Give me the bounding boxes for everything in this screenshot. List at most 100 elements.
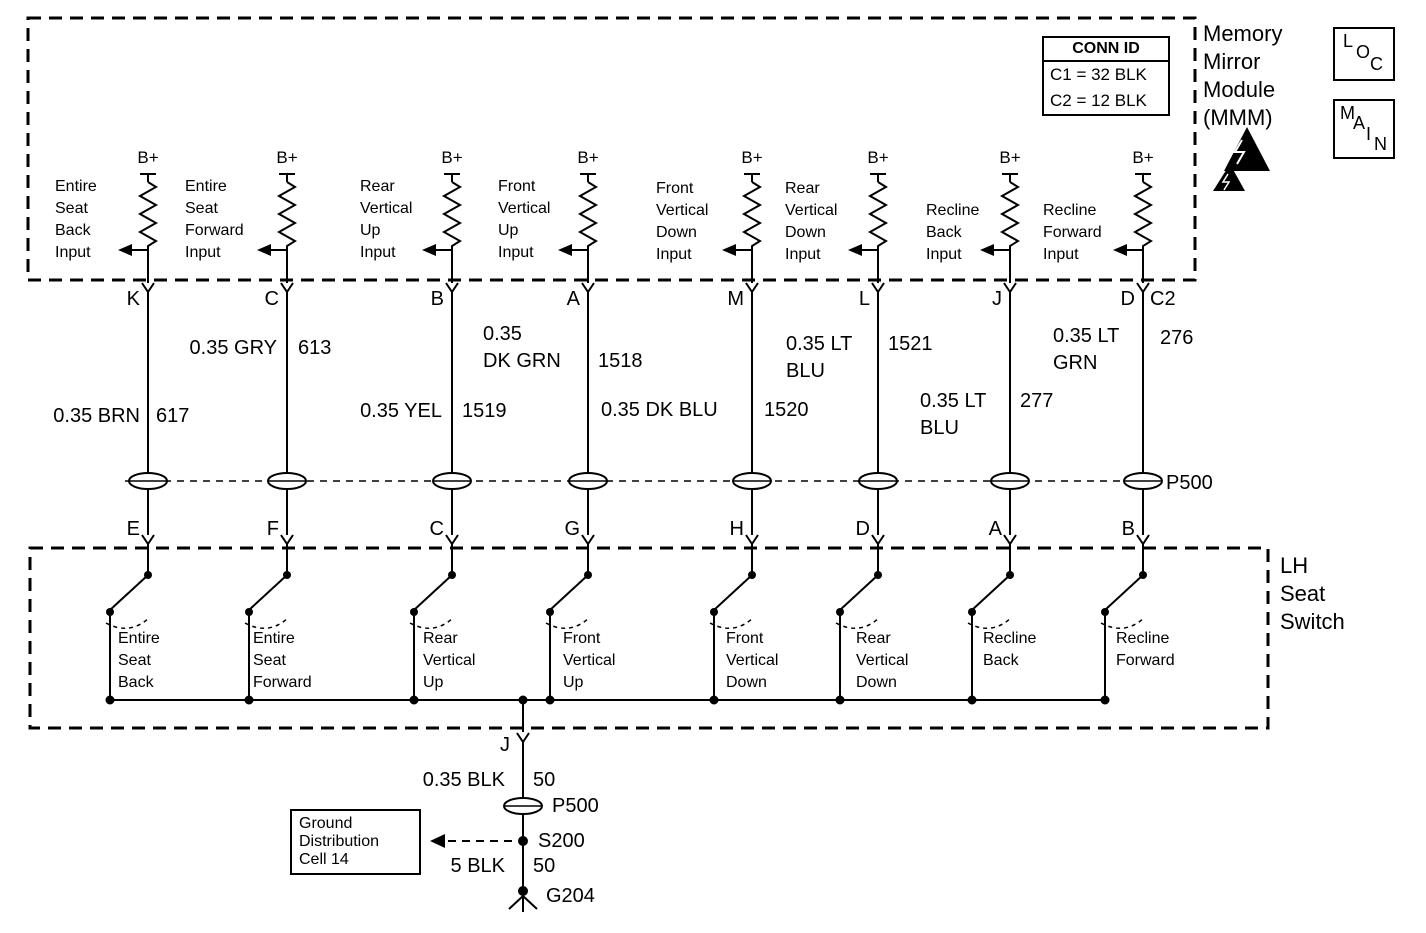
mmm-input-label-line: Input [926,246,962,263]
seat-switch-pin-label: A [988,518,1002,540]
mmm-input-label-line: Vertical [656,202,709,219]
wire-color-label-line: 0.35 BRN [53,405,140,427]
mmm-input-label-line: Seat [185,200,218,217]
pin-chevron [581,282,595,294]
bplus-label: B+ [137,148,159,167]
mmm-title-line: Memory [1203,21,1283,46]
circuit-number-label: 1520 [764,399,809,421]
bplus-label: B+ [999,148,1021,167]
mmm-pin-label: M [727,288,744,310]
circuit-column-3 [409,173,472,705]
mmm-input-label-line: Rear [360,178,395,195]
switch-blade [1104,574,1144,611]
left-arrowhead [257,244,271,256]
mmm-input-label-line: Input [360,244,396,261]
resistor-symbol [276,181,298,250]
pin-chevron [871,282,885,294]
mmm-pin-label: A [566,288,580,310]
seat-switch-title-line: Switch [1280,609,1345,634]
circuit-number-label: 1518 [598,350,643,372]
mmm-pin-label: J [992,288,1002,310]
mmm-input-label-line: Input [55,244,91,261]
circuit-column-7 [967,173,1030,705]
bplus-label: B+ [441,148,463,167]
wire-color-label: 0.35 BLK [422,769,505,791]
circuit-number-label: 1521 [888,333,933,355]
seat-switch-pin-label: B [1121,518,1135,540]
loc-letter: L [1343,31,1354,51]
switch-function-label-line: Entire [253,630,295,647]
switch-travel-arc [105,616,151,629]
switch-function-label-line: Up [563,674,584,691]
pin-chevron [280,534,294,546]
main-letter: I [1366,124,1372,144]
conn-id-header: CONN ID [1044,38,1168,62]
switch-function-label-line: Entire [118,630,160,647]
wire-color-label-line: BLU [786,360,825,382]
bplus-label: B+ [1132,148,1154,167]
main-letter: A [1353,113,1366,133]
switch-blade [549,574,589,611]
resistor-symbol [577,181,599,250]
switch-function-label-line: Vertical [856,652,909,669]
switch-function-label-line: Vertical [423,652,476,669]
switch-function-label-line: Forward [1116,652,1175,669]
pin-chevron [745,534,759,546]
switch-function-label-line: Back [118,674,154,691]
switch-blade [248,574,288,611]
mmm-pin-label: L [858,288,870,310]
mmm-input-label-line: Back [926,224,962,241]
wire-color-label: 0.35 YEL [330,398,442,425]
bplus-label: B+ [741,148,763,167]
pin-chevron [280,282,294,294]
inline-connector-label-top: P500 [1166,472,1213,494]
switch-blade [713,574,753,611]
mmm-input-label-line: Recline [1043,202,1097,219]
switch-travel-arc [409,616,455,629]
ground-distribution-line: Distribution [299,833,380,850]
circuit-columns [105,173,1163,705]
resistor-symbol [1132,181,1154,250]
wire-color-label-line: 0.35 GRY [189,337,277,359]
bplus-label: B+ [276,148,298,167]
mmm-connector-label: C2 [1150,288,1176,310]
loc-box: L O C [1333,27,1395,81]
pin-chevron [871,534,885,546]
switch-function-label-line: Rear [856,630,891,647]
ground-path [430,700,543,912]
wire-color-label: 0.35 BRN [28,403,140,430]
mmm-input-label-line: Forward [1043,224,1102,241]
ground-symbol-dot [518,886,528,896]
switch-travel-arc [244,616,290,629]
mmm-input-label-line: Down [656,224,697,241]
seat-switch-pin-label: G [564,518,580,540]
seat-switch-pin-label: C [429,518,444,540]
wire-color-label-line: 0.35 [483,323,522,345]
switch-function-label-line: Vertical [563,652,616,669]
conn-id-box: CONN ID C1 = 32 BLK C2 = 12 BLK [1042,36,1170,116]
wire-color-label-line: GRN [1053,352,1098,374]
ground-distribution-line: Cell 14 [299,851,349,868]
circuit-number-label: 617 [156,405,190,427]
mmm-title: Memory Mirror Module (MMM) [1203,20,1282,132]
switch-function-label-line: Rear [423,630,458,647]
mmm-input-label-line: Forward [185,222,244,239]
mmm-input-label-line: Vertical [360,200,413,217]
resistor-symbol [867,181,889,250]
mmm-pin-label: C [264,288,279,310]
switch-function-label-line: Seat [118,652,151,669]
loc-letter: O [1356,42,1371,62]
wire-color-label-line: 0.35 LT [1053,325,1120,347]
mmm-input-label-line: Back [55,222,91,239]
circuit-number-label: 613 [298,337,332,359]
mmm-input-label-line: Front [656,180,694,197]
circuit-column-2 [244,173,307,705]
conn-id-row: C1 = 32 BLK [1050,65,1147,84]
seat-switch-box-border [28,546,1270,730]
mmm-input-label-line: Up [498,222,519,239]
